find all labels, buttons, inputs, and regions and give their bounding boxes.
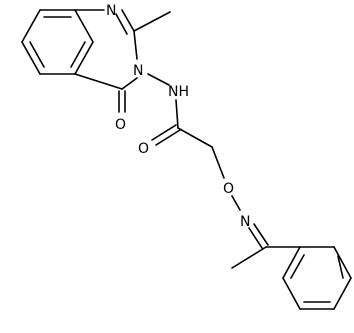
bond bbox=[333, 277, 352, 310]
pyrimidinone-ring bbox=[74, 9, 171, 113]
bond bbox=[151, 124, 177, 141]
bond bbox=[231, 195, 241, 211]
atom-label-n1: N bbox=[106, 3, 116, 19]
bond bbox=[29, 41, 45, 68]
benzo-ring bbox=[21, 9, 94, 75]
bond bbox=[290, 254, 305, 279]
bond bbox=[21, 41, 41, 75]
bond bbox=[248, 227, 263, 249]
bond bbox=[175, 99, 179, 129]
bond bbox=[21, 9, 41, 43]
bond bbox=[74, 73, 123, 90]
bond bbox=[133, 30, 138, 60]
atom-label-o-amide: O bbox=[138, 141, 149, 157]
bond bbox=[121, 9, 135, 32]
bond bbox=[121, 77, 138, 90]
atom-label-o4: O bbox=[115, 117, 126, 133]
bond bbox=[155, 129, 181, 146]
side-chain bbox=[151, 99, 301, 269]
bond bbox=[74, 41, 94, 75]
bond bbox=[231, 246, 267, 269]
phenyl-ring bbox=[282, 246, 352, 310]
atom-label-n-oxime: N bbox=[240, 214, 250, 230]
atom-label-o-ether: O bbox=[223, 181, 234, 197]
bond bbox=[282, 277, 301, 310]
bond bbox=[177, 127, 213, 148]
bond bbox=[74, 9, 94, 43]
bond bbox=[333, 246, 352, 279]
bond bbox=[211, 146, 225, 179]
atom-label-n3: N bbox=[133, 63, 143, 79]
bond bbox=[282, 246, 301, 279]
bond bbox=[70, 41, 86, 68]
bond bbox=[115, 13, 128, 35]
bond bbox=[337, 255, 344, 279]
bond bbox=[147, 73, 170, 86]
bond bbox=[133, 11, 171, 32]
bond bbox=[253, 223, 269, 246]
atom-label-nh: NH bbox=[168, 84, 189, 100]
